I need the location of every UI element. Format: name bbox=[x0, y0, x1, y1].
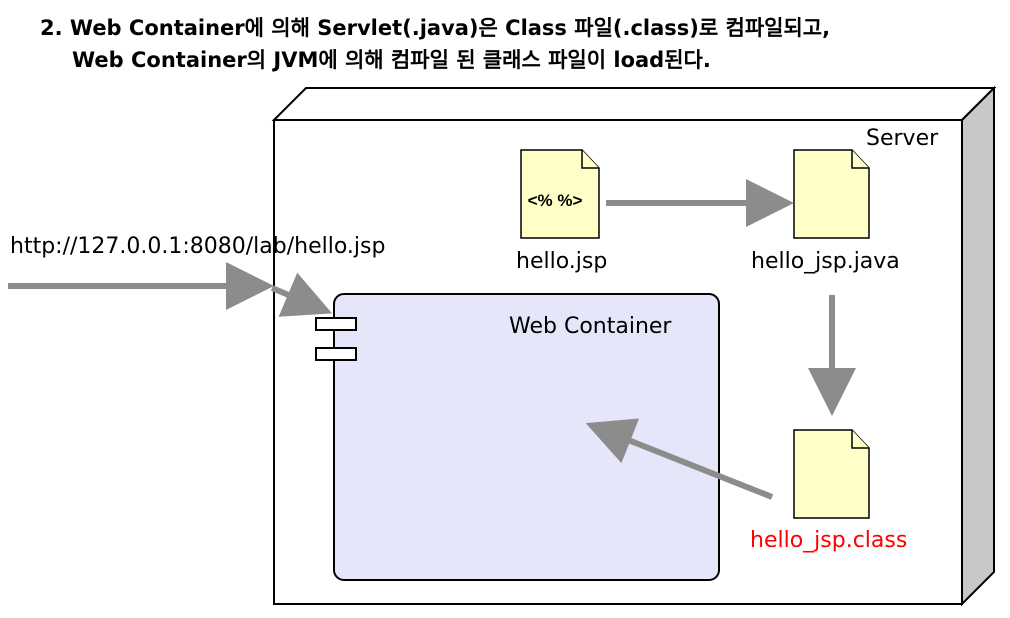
hello-jsp-java-label: hello_jsp.java bbox=[751, 249, 900, 274]
caption-line-1: 2. Web Container에 의해 Servlet(.java)은 Cla… bbox=[40, 16, 831, 40]
hello-jsp-java-file-icon bbox=[793, 149, 870, 239]
web-container-box bbox=[333, 293, 720, 581]
hello-jsp-class-file-icon bbox=[793, 429, 870, 519]
caption-line-2: Web Container의 JVM에 의해 컴파일 된 클래스 파일이 loa… bbox=[72, 48, 711, 72]
server-top-face bbox=[271, 87, 997, 121]
jsp-glyph: <% %> bbox=[528, 191, 583, 210]
hello-jsp-file-icon: <% %> bbox=[520, 149, 600, 239]
diagram-caption: 2. Web Container에 의해 Servlet(.java)은 Cla… bbox=[40, 12, 830, 76]
hello-jsp-class-label: hello_jsp.class bbox=[750, 528, 908, 553]
hello-jsp-label: hello.jsp bbox=[516, 249, 608, 274]
entry-arrow bbox=[270, 272, 333, 317]
web-container-label: Web Container bbox=[509, 314, 672, 339]
component-icon bbox=[315, 317, 357, 361]
server-label: Server bbox=[866, 126, 939, 151]
url-label: http://127.0.0.1:8080/lab/hello.jsp bbox=[10, 234, 386, 259]
load-arrow bbox=[585, 418, 774, 500]
server-side-face bbox=[961, 85, 995, 607]
